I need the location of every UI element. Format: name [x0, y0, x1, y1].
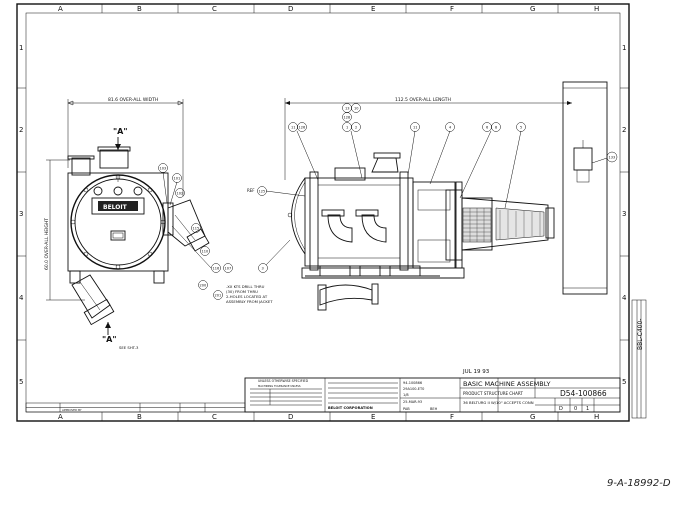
side-stamp-box	[631, 299, 647, 419]
row-label-4-right: 4	[622, 294, 627, 302]
general-note: UNLESS OTHERWISE SPECIFIED	[258, 379, 309, 383]
balloon-13: 13	[345, 107, 349, 111]
side-stamp: BBL-C400-	[637, 319, 644, 350]
col-label-a: A	[58, 5, 63, 13]
balloon-200: 200	[200, 284, 207, 288]
balloon-116: 116	[213, 267, 220, 271]
row-label-1-right: 1	[622, 44, 626, 52]
col-label-b-bottom: B	[137, 413, 142, 421]
ref-label: REF	[247, 188, 255, 193]
col-label-d: D	[288, 5, 293, 13]
col-label-h: H	[594, 5, 599, 13]
balloon-133: 133	[609, 156, 616, 160]
balloon-102: 102	[177, 192, 184, 196]
drawn-by: PAB	[403, 407, 410, 411]
col-label-g: G	[530, 5, 535, 13]
row-label-2: 2	[19, 126, 23, 134]
balloon-8: 8	[495, 126, 497, 130]
col-label-h-bottom: H	[594, 413, 599, 421]
col-label-c-bottom: C	[212, 413, 217, 421]
col-label-f: F	[450, 5, 454, 13]
title-block: APPROVED BY UNLESS OTHERWISE SPECIFIED M…	[25, 377, 621, 413]
drawing-subtitle: PRODUCT STRUCTURE CHART	[463, 391, 523, 396]
balloon-11-b: 11	[413, 126, 417, 130]
balloon-6: 6	[486, 126, 488, 130]
sheet-border: A B C D E F G H A B C D E F G H 1 2 3 4 …	[16, 3, 630, 422]
view-a-bottom-label: "A"	[102, 335, 117, 344]
scale-value: 1/8	[403, 393, 409, 397]
overall-height-dim: 60.0 OVER-ALL HEIGHT	[44, 218, 50, 270]
balloon-3: 3	[262, 267, 264, 271]
tolerance-note: MACHINING TOLERANCE UNLESS	[258, 384, 301, 388]
beloit-logo-plate: BELOIT	[103, 204, 128, 211]
size-value: D	[559, 406, 563, 412]
col-label-d-bottom: D	[288, 413, 293, 421]
balloon-5: 5	[520, 126, 522, 130]
drill-note-line-2: (30) FROM THRU	[226, 289, 258, 294]
drill-note-line-1: .XX KTS DRILL THRU	[226, 284, 265, 289]
balloon-115: 115	[193, 227, 200, 231]
balloon-126: 126	[299, 126, 306, 130]
date-value: 25-MAR-93	[403, 400, 422, 404]
approved-by-label: APPROVED BY	[62, 408, 82, 412]
row-label-3: 3	[19, 210, 23, 218]
overall-length-dim: 112.5 OVER-ALL LENGTH	[395, 97, 451, 103]
col-label-c: C	[212, 5, 217, 13]
model-description: 36 BELTURG II W/10" ACCEPTS CONN	[463, 400, 534, 405]
balloon-107: 107	[225, 267, 232, 271]
balloon-103: 103	[160, 167, 167, 171]
balloon-1: 1	[346, 126, 348, 130]
drawing-title: BASIC MACHINE ASSEMBLY	[463, 380, 551, 388]
row-label-3-right: 3	[622, 210, 626, 218]
row-label-4: 4	[19, 294, 24, 302]
balloon-11-a: 11	[291, 126, 295, 130]
balloon-110: 110	[202, 250, 209, 254]
see-sheet-note: SEE SHT-3	[119, 345, 139, 350]
col-label-e: E	[371, 5, 375, 13]
ref-balloon-125: 125	[259, 190, 266, 194]
rev-value: 0	[574, 406, 577, 412]
row-label-1: 1	[19, 44, 23, 52]
view-a-top-label: "A"	[113, 127, 128, 136]
row-label-5-right: 5	[622, 378, 626, 386]
col-label-f-bottom: F	[450, 413, 454, 421]
handwritten-note: 9-A-18992-D	[607, 478, 671, 489]
checked-by: BEH	[430, 407, 438, 411]
sheet-value: 1	[586, 406, 589, 412]
balloon-2: 2	[355, 126, 357, 130]
balloon-10: 10	[354, 107, 358, 111]
balloon-128: 128	[344, 116, 351, 120]
col-label-a-bottom: A	[58, 413, 63, 421]
col-label-b: B	[137, 5, 142, 13]
col-label-e-bottom: E	[371, 413, 375, 421]
balloon-201: 201	[215, 294, 222, 298]
date-stamp: JUL 19 93	[462, 369, 490, 375]
row-label-2-right: 2	[622, 126, 626, 134]
drill-note-line-3: 2-HOLES LOCATED AT	[226, 294, 268, 299]
balloon-4: 4	[449, 126, 452, 130]
row-label-5: 5	[19, 378, 23, 386]
project-no: 29A100-ET0	[403, 387, 424, 391]
side-view: 112.5 OVER-ALL LENGTH	[247, 81, 618, 311]
overall-width-dim: 81.6 OVER-ALL WIDTH	[108, 97, 158, 103]
balloon-101: 101	[174, 177, 181, 181]
drill-note-line-4: ASSEMBLY FROM JACKET	[226, 299, 273, 304]
dwg-number: D54-100866	[560, 389, 607, 398]
drawing-no-small: 94-100866	[403, 381, 422, 385]
col-label-g-bottom: G	[530, 413, 535, 421]
company-name: BELOIT CORPORATION	[328, 406, 373, 410]
end-view: 81.6 OVER-ALL WIDTH 60.0 OVER-ALL HEIGHT…	[44, 97, 273, 350]
